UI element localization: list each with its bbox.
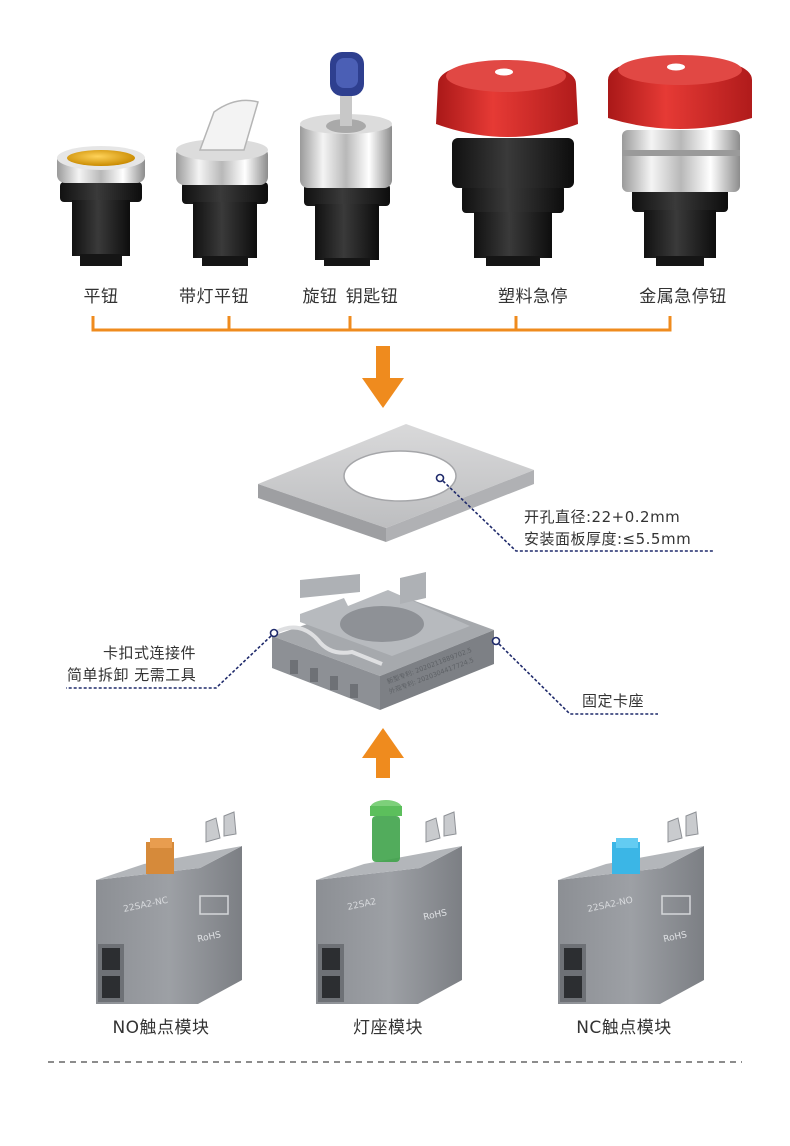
lamp-module: 22SA2 RoHS: [316, 800, 462, 1004]
tool-free-label: 简单拆卸 无需工具: [67, 666, 197, 684]
nc-rohs-text: RoHS: [663, 930, 689, 945]
flat-button-product: [57, 146, 145, 266]
nc-contact-module: 22SA2-NO RoHS: [558, 811, 704, 1004]
key-switch-product: [300, 52, 392, 266]
label-metal-estop: 金属急停钮: [639, 287, 727, 307]
bracket-left-callout-line: [66, 628, 279, 689]
mounting-bracket: 新型专利: 2020211889702.5 外观专利: 202030441772…: [272, 572, 494, 710]
arrow-down-icon: [362, 346, 404, 408]
panel-callout-line: [435, 473, 714, 552]
metal-estop-product: [608, 55, 752, 266]
label-key-button: 钥匙钮: [345, 287, 399, 307]
panel-thickness: 安装面板厚度:≤5.5mm: [524, 530, 692, 548]
bracket-right-callout-line: [491, 636, 658, 715]
mounting-panel: [258, 424, 534, 542]
label-nc-module: NC触点模块: [576, 1018, 672, 1038]
no-contact-module: 22SA2-NC RoHS: [96, 811, 242, 1004]
arrow-up-icon: [362, 728, 404, 778]
label-no-module: NO触点模块: [112, 1018, 210, 1038]
no-rohs-text: RoHS: [197, 930, 223, 945]
lamp-rohs-text: RoHS: [423, 908, 449, 923]
label-rotary-button: 旋钮: [302, 287, 338, 307]
label-flat-button: 平钮: [83, 287, 119, 307]
label-lit-flat-button: 带灯平钮: [179, 287, 249, 307]
snap-connector-label: 卡扣式连接件: [103, 644, 197, 662]
label-plastic-estop: 塑料急停: [498, 287, 568, 307]
product-bracket-line: [91, 316, 672, 332]
fixed-base-label: 固定卡座: [582, 692, 645, 710]
label-lamp-module: 灯座模块: [353, 1018, 423, 1038]
plastic-estop-product: [436, 60, 578, 266]
panel-hole-diameter: 开孔直径:22+0.2mm: [524, 508, 681, 526]
lit-flat-button-product: [176, 99, 268, 266]
